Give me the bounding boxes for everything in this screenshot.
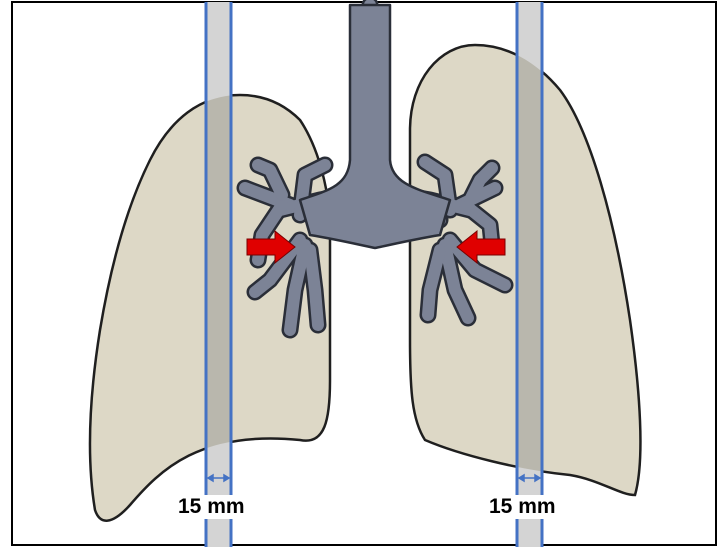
right-slab-in-lung	[517, 2, 542, 547]
left-slab-width-label: 15 mm	[172, 495, 251, 519]
right-slab-width-label: 15 mm	[483, 495, 562, 519]
